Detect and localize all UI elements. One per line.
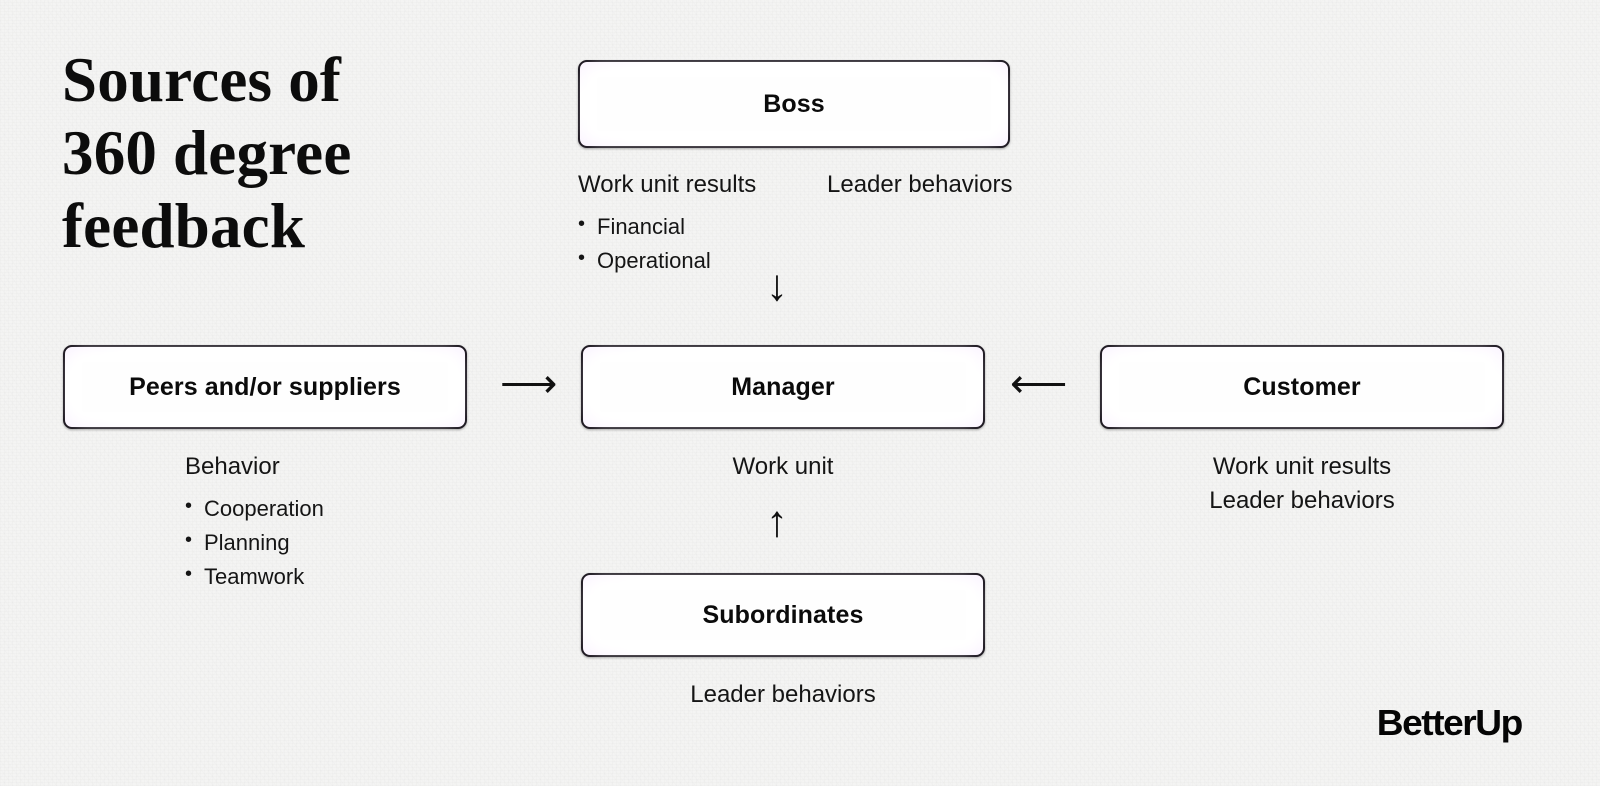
arrow-right-icon: ⟶ xyxy=(500,362,558,406)
node-subordinates-label: Subordinates xyxy=(702,600,864,629)
bullet-list-peers: Cooperation Planning Teamwork xyxy=(185,491,324,594)
arrow-up-icon: ↑ xyxy=(766,497,788,546)
node-manager-label: Manager xyxy=(731,372,835,401)
list-item: Teamwork xyxy=(185,559,324,594)
page-title: Sources of 360 degree feedback xyxy=(62,45,352,262)
caption-boss-leader-behaviors: Leader behaviors xyxy=(827,171,1013,198)
caption-manager-work-unit: Work unit xyxy=(732,453,834,480)
node-boss[interactable]: Boss xyxy=(578,60,1010,148)
arrow-down-icon: ↓ xyxy=(766,261,788,310)
caption-customer: Work unit results Leader behaviors xyxy=(1100,450,1504,518)
bullet-list-boss: Financial Operational xyxy=(578,209,711,278)
caption-customer-line-2: Leader behaviors xyxy=(1209,487,1395,515)
list-item: Financial xyxy=(578,209,711,244)
caption-subordinates-leader-behaviors: Leader behaviors xyxy=(690,681,876,708)
caption-peers-behavior: Behavior xyxy=(185,453,280,480)
betterup-logo: BetterUp xyxy=(1376,702,1523,743)
node-peers-label: Peers and/or suppliers xyxy=(129,372,401,401)
node-manager[interactable]: Manager xyxy=(581,345,985,429)
node-peers-and-suppliers[interactable]: Peers and/or suppliers xyxy=(63,345,467,429)
node-boss-label: Boss xyxy=(763,89,825,118)
node-subordinates[interactable]: Subordinates xyxy=(581,573,985,657)
caption-customer-line-1: Work unit results xyxy=(1212,453,1392,480)
arrow-left-icon: ⟵ xyxy=(1010,362,1068,406)
caption-boss-work-unit-results: Work unit results xyxy=(578,171,757,198)
list-item: Planning xyxy=(185,525,324,560)
list-item: Cooperation xyxy=(185,491,324,526)
node-customer-label: Customer xyxy=(1243,372,1361,401)
node-customer[interactable]: Customer xyxy=(1100,345,1504,429)
list-item: Operational xyxy=(578,243,711,278)
